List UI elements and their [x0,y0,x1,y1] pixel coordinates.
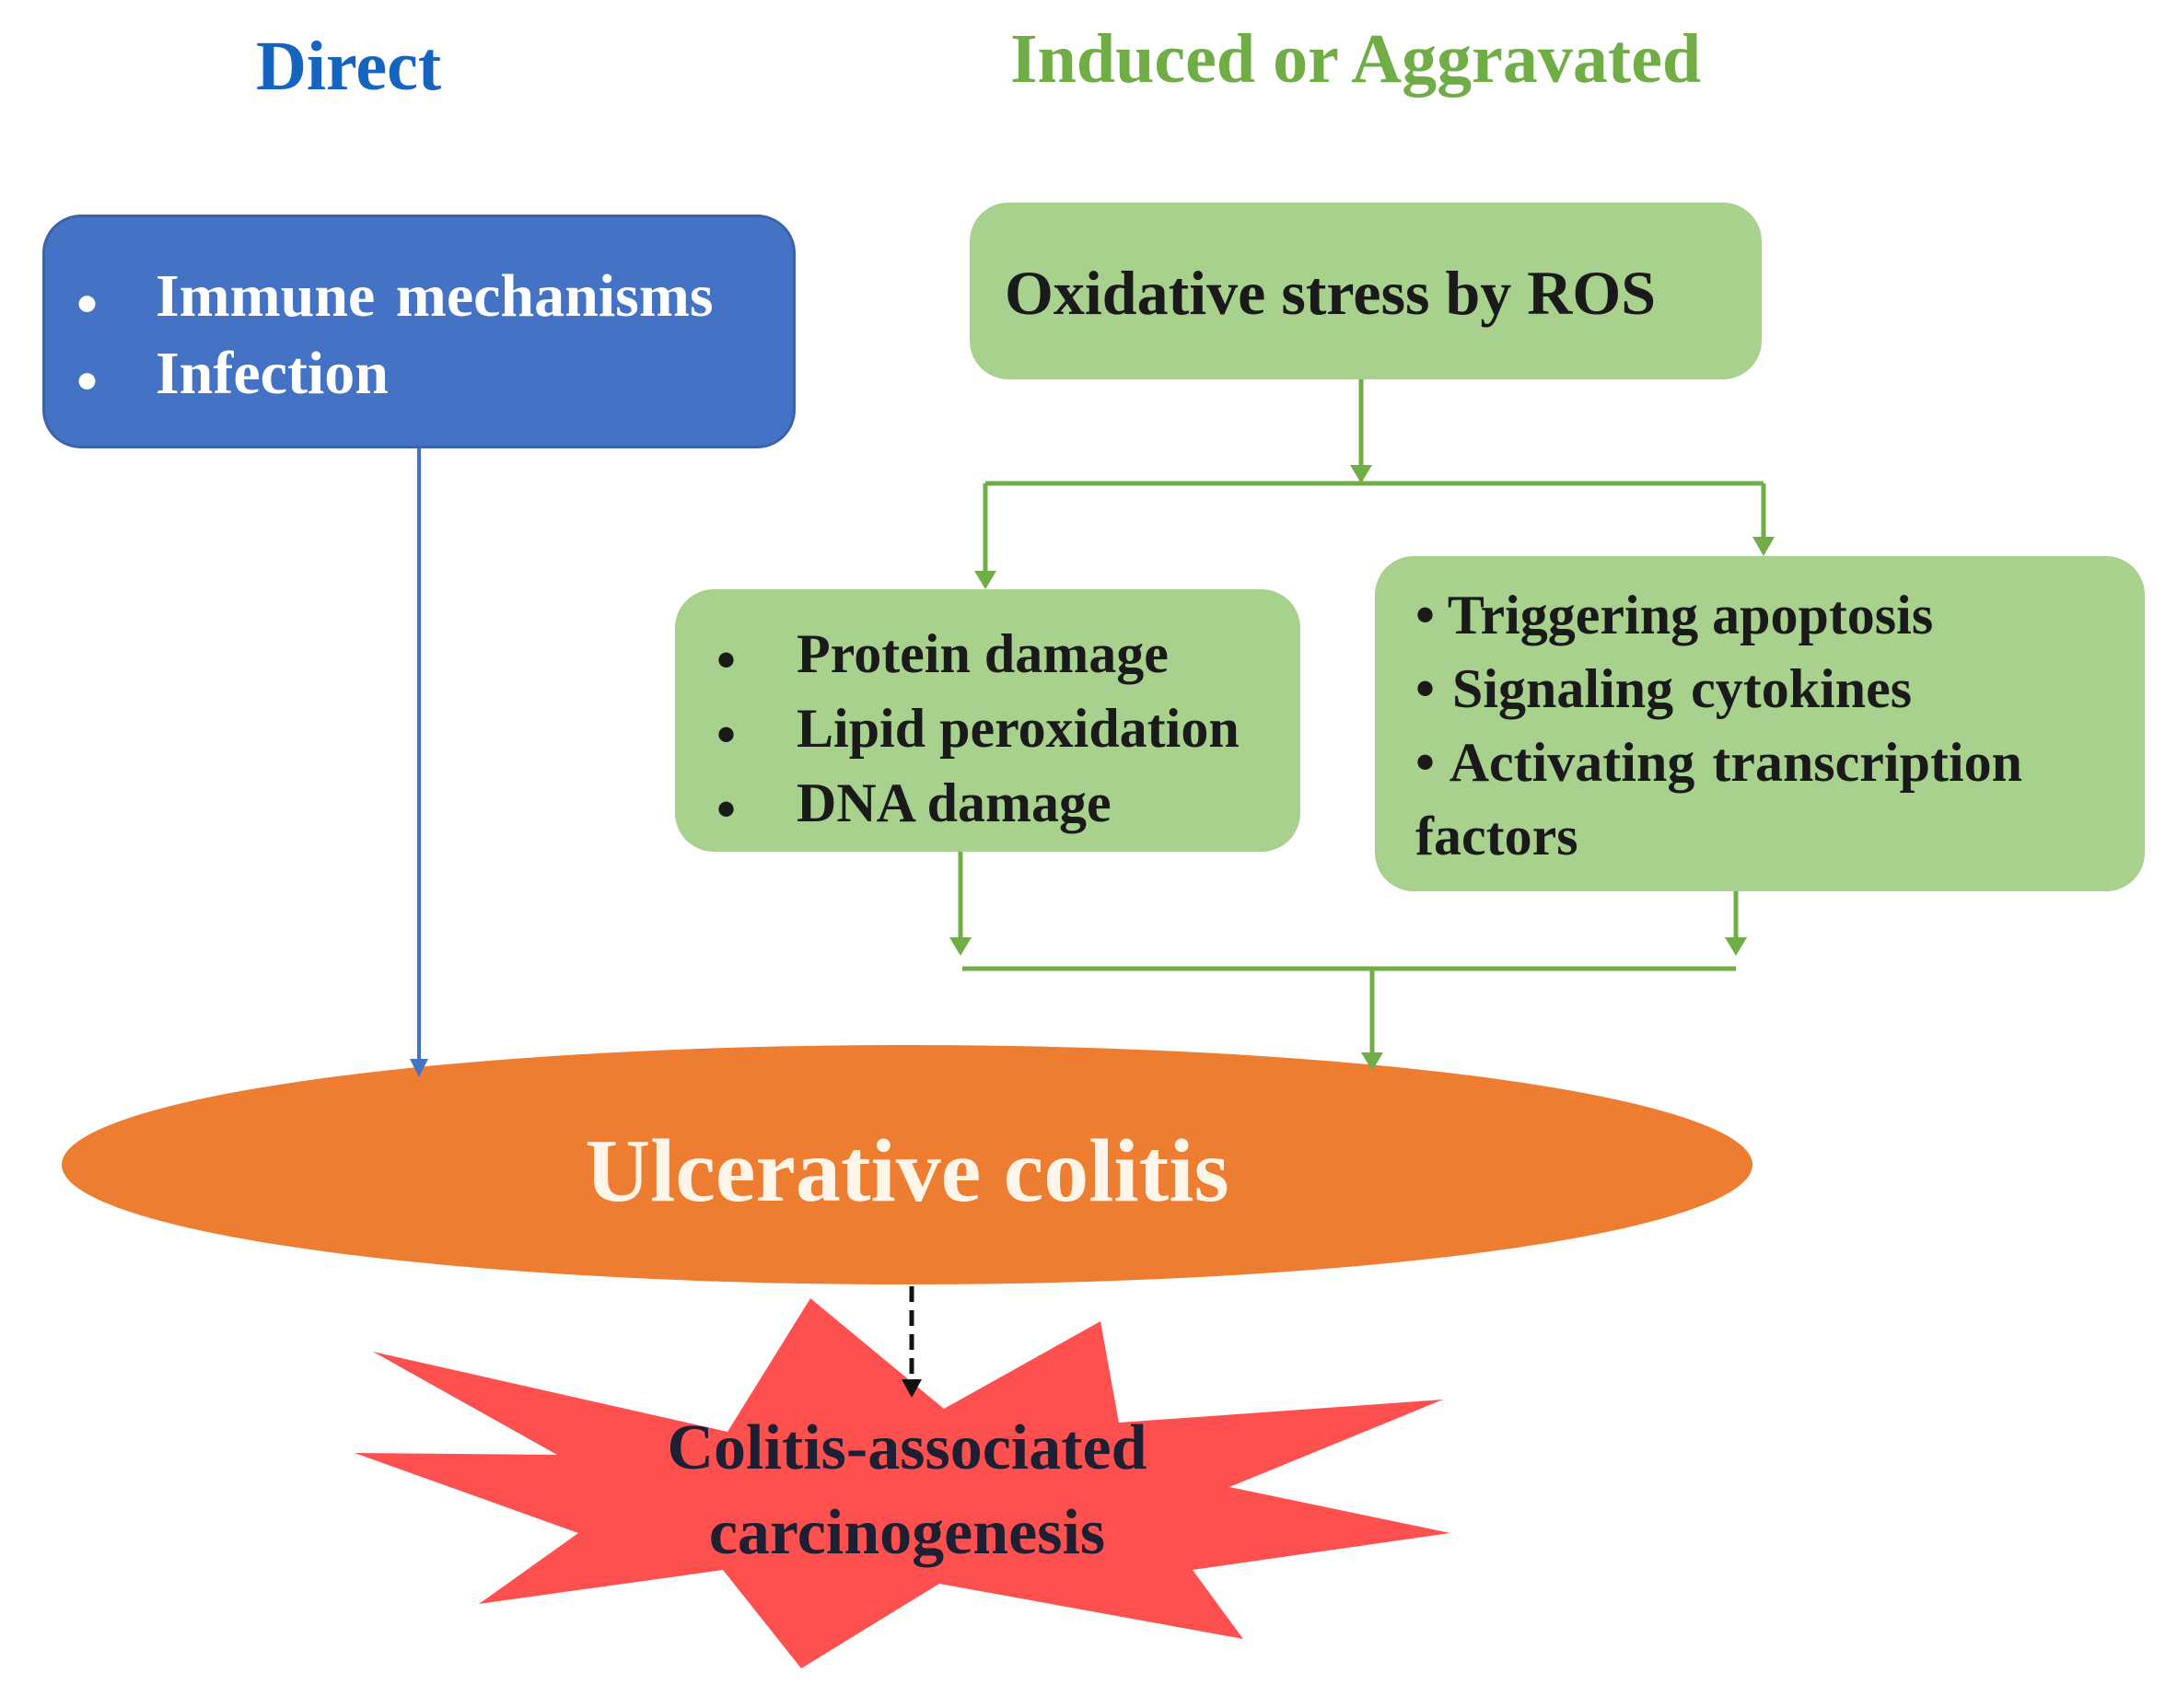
carcinogenesis-starburst [355,1298,1450,1668]
direct-item-infection: Infection [156,340,389,407]
signaling-item-apoptosis: • Triggering apoptosis [1415,585,1934,645]
heading-direct: Direct [256,28,442,105]
direct-arrow [410,448,428,1077]
oxidative-stress-box: Oxidative stress by ROS [970,203,1762,379]
signaling-item-transcription: • Activating transcription [1415,732,2022,793]
oxidative-stress-label: Oxidative stress by ROS [1005,258,1657,328]
bullet-icon: • [716,779,737,840]
ulcerative-colitis-label: Ulcerative colitis [585,1121,1229,1221]
bullet-icon: • [76,271,99,338]
bullet-icon: • [76,348,99,415]
ulcerative-colitis-ellipse [62,1045,1752,1284]
damage-item-dna: DNA damage [797,773,1112,833]
bullet-icon: • [716,630,737,691]
merge-connector [958,852,1739,1052]
bullet-icon: • [716,704,737,765]
heading-induced: Induced or Aggravated [1010,20,1702,98]
damage-item-lipid: Lipid peroxidation [797,698,1240,759]
ros-branch-connector [983,379,1766,571]
signaling-box: • Triggering apoptosis • Signaling cytok… [1375,556,2145,891]
signaling-item-cytokines: • Signaling cytokines [1415,658,1913,719]
merge-arrowheads [949,937,1747,1071]
carcinogenesis-label-line1: Colitis-associated [667,1412,1147,1483]
damage-box: • Protein damage • Lipid peroxidation • … [675,589,1300,852]
carcinogenesis-label-line2: carcinogenesis [708,1497,1106,1568]
direct-causes-box: • Immune mechanisms • Infection [42,215,796,448]
signaling-item-factors: factors [1415,806,1578,866]
damage-item-protein: Protein damage [797,623,1169,684]
dashed-arrow [902,1286,922,1398]
direct-item-immune: Immune mechanisms [156,262,714,330]
ros-branch-arrowheads [974,465,1775,589]
